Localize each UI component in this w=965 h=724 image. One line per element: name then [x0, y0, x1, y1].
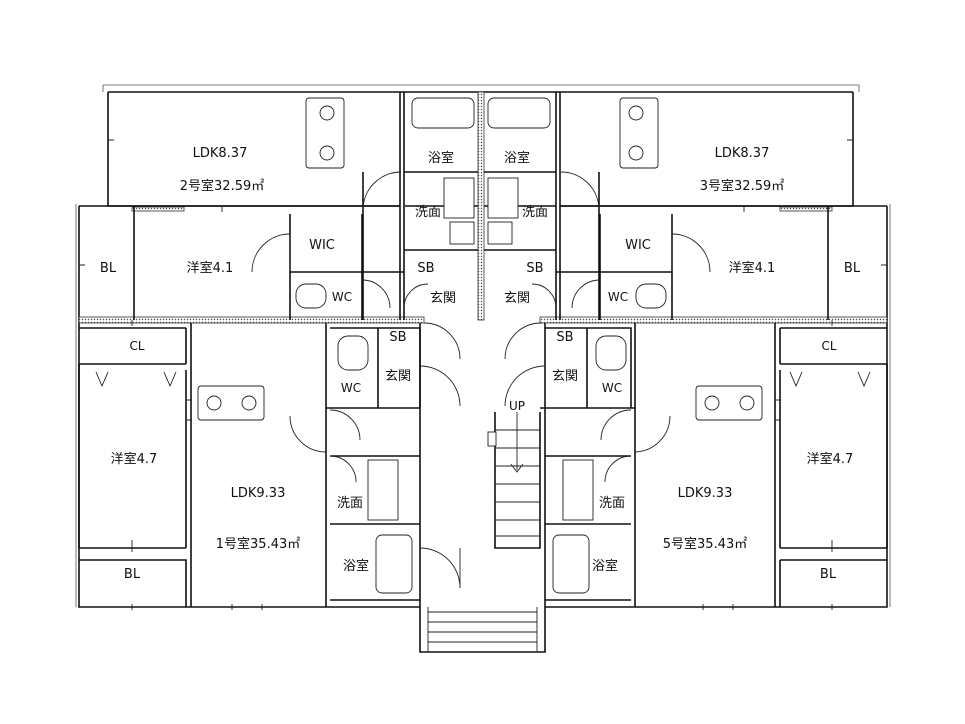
u5-entrance-label: 玄関	[552, 369, 578, 384]
u2-wc-label: WC	[332, 290, 352, 304]
u5-ldk-label: LDK9.33	[678, 486, 733, 501]
u5-bedroom-label: 洋室4.7	[807, 451, 854, 467]
stair-up-label: UP	[509, 399, 525, 413]
u3-bedroom-label: 洋室4.1	[729, 260, 776, 276]
u2-wic-label: WIC	[309, 238, 335, 253]
party-walls	[78, 91, 888, 324]
u1-bath-label: 浴室	[343, 558, 369, 574]
u3-unit-label: 3号室32.59㎡	[700, 178, 785, 194]
u1-entrance-label: 玄関	[385, 369, 411, 384]
u3-wash-label: 洗面	[522, 205, 548, 220]
u5-wash-label: 洗面	[599, 496, 625, 511]
u2-unit-label: 2号室32.59㎡	[180, 178, 265, 194]
u5-sb-label: SB	[556, 330, 573, 345]
wall-openings	[79, 139, 887, 610]
u3-bl-label: BL	[844, 261, 861, 276]
u3-entrance-label: 玄関	[504, 291, 530, 306]
unit-2: LDK8.37 2号室32.59㎡ 洋室4.1 WIC WC BL 浴室 洗面 …	[100, 92, 478, 320]
unit-1: CL 洋室4.7 BL LDK9.33 1号室35.43㎡ WC SB 玄関 洗…	[78, 322, 461, 607]
u1-ldk-label: LDK9.33	[231, 486, 286, 501]
u2-ldk-label: LDK8.37	[193, 146, 248, 161]
exterior-walls	[75, 84, 891, 653]
stairwell: UP	[419, 399, 541, 652]
u5-bl-label: BL	[820, 567, 837, 582]
u2-bl-label: BL	[100, 261, 117, 276]
u2-bedroom-label: 洋室4.1	[187, 260, 234, 276]
u3-ldk-label: LDK8.37	[715, 146, 770, 161]
u3-wc-label: WC	[608, 290, 628, 304]
u3-sb-label: SB	[526, 261, 543, 276]
u2-sb-label: SB	[417, 261, 434, 276]
u2-wash-label: 洗面	[415, 205, 441, 220]
u1-bedroom-label: 洋室4.7	[111, 451, 158, 467]
u5-cl-label: CL	[821, 339, 836, 353]
u2-entrance-label: 玄関	[430, 291, 456, 306]
u1-unit-label: 1号室35.43㎡	[216, 536, 301, 552]
u5-unit-label: 5号室35.43㎡	[663, 536, 748, 552]
u2-bath-label: 浴室	[428, 150, 454, 166]
u1-bl-label: BL	[124, 567, 141, 582]
u3-wic-label: WIC	[625, 238, 651, 253]
u3-bath-label: 浴室	[504, 150, 530, 166]
u5-wc-label: WC	[602, 381, 622, 395]
u1-wash-label: 洗面	[337, 496, 363, 511]
u1-wc-label: WC	[341, 381, 361, 395]
u1-cl-label: CL	[129, 339, 144, 353]
u1-sb-label: SB	[389, 330, 406, 345]
unit-5: CL 洋室4.7 BL LDK9.33 5号室35.43㎡ WC SB 玄関 洗…	[504, 322, 888, 607]
u5-bath-label: 浴室	[592, 558, 618, 574]
unit-3: LDK8.37 3号室32.59㎡ 洋室4.1 WIC WC BL 浴室 洗面 …	[484, 92, 861, 320]
